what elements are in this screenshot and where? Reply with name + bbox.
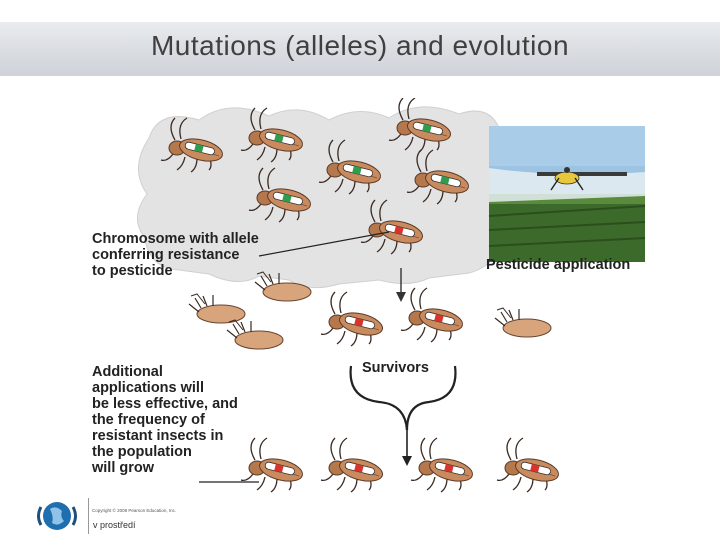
airplane-icon — [537, 167, 627, 191]
figure-copyright: Copyright © 2008 Pearson Education, Inc. — [92, 508, 177, 513]
survivor-beetle — [320, 291, 386, 347]
footer-divider — [88, 498, 89, 534]
survivors-bracket — [349, 365, 457, 466]
resistant-beetle — [410, 437, 476, 493]
label-survivors: Survivors — [362, 360, 429, 376]
airplane-spraying-photo — [488, 126, 646, 262]
dead-beetle — [226, 319, 284, 350]
label-chromosome: Chromosome with allele conferring resist… — [92, 231, 259, 279]
title-bar-stripe — [0, 0, 720, 22]
dead-beetle — [494, 307, 552, 338]
title-bar — [0, 0, 720, 76]
survivor-beetle — [400, 287, 466, 343]
arrow-down-icon — [396, 268, 406, 302]
resistant-beetle — [240, 437, 306, 493]
slide-title: Mutations (alleles) and evolution — [150, 30, 570, 61]
dead-beetle — [188, 293, 246, 324]
footer-text: v prostředí — [93, 520, 136, 530]
globe-logo-icon — [37, 502, 77, 530]
allele-pointer-line — [258, 231, 390, 257]
evolution-figure — [137, 98, 646, 493]
resistant-beetle — [320, 437, 386, 493]
resistant-beetle — [496, 437, 562, 493]
label-additional-applications: Additional applications will be less eff… — [92, 364, 238, 476]
label-pesticide-application: Pesticide application — [486, 257, 631, 273]
